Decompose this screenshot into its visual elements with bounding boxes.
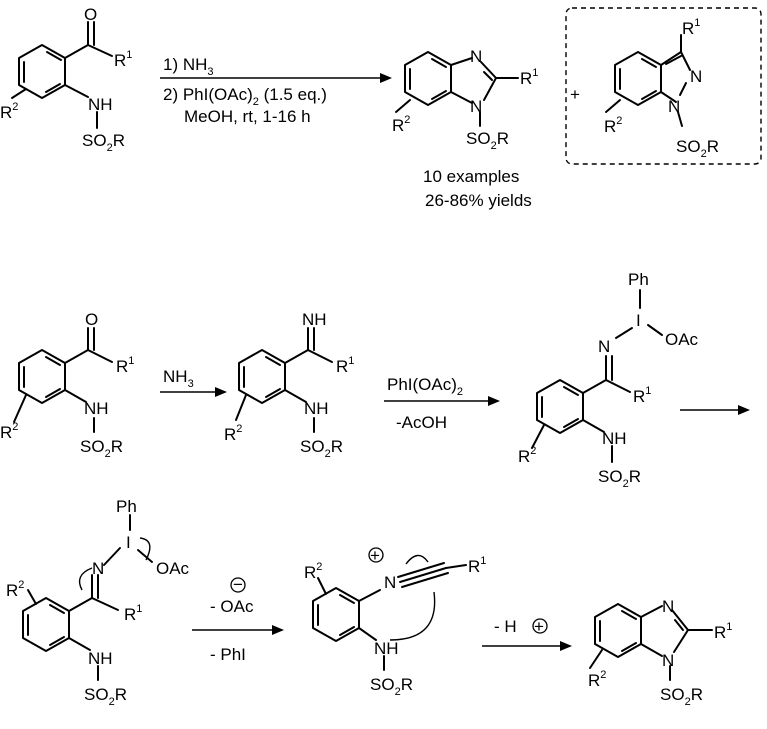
bottom-label-r1: R1 <box>124 603 142 624</box>
curly-arrow-2 <box>139 537 151 561</box>
mid-arrowhead-3 <box>738 405 750 415</box>
nitrilium-label-r1: R1 <box>468 555 486 576</box>
imine-label-nh: NH <box>302 310 327 329</box>
label-n3: N <box>470 47 482 66</box>
label-so2r-prod: SO2R <box>466 129 509 152</box>
final-label-r1: R1 <box>714 621 732 642</box>
mid-arrowhead-2 <box>488 396 500 406</box>
label-r2: R2 <box>0 101 18 122</box>
bottom-iodane-intermediate <box>22 514 153 681</box>
top-arrowhead <box>380 73 392 83</box>
bottom-label-oac: OAc <box>156 559 190 578</box>
condition-step1: 1) NH3 <box>163 55 214 78</box>
label-r1: R1 <box>114 49 132 70</box>
nitrilium-label-so2r: SO2R <box>370 675 413 698</box>
label-nh: NH <box>88 95 113 114</box>
nitrilium-label-n: N <box>384 573 396 592</box>
iodane-label-so2r: SO2R <box>598 467 641 490</box>
iodane-label-i: I <box>636 311 641 330</box>
yields-text: 26-86% yields <box>425 191 532 210</box>
bottom-condition-h: - H <box>494 617 517 636</box>
mid-label-r2: R2 <box>0 421 18 442</box>
iodane-label-oac: OAc <box>665 330 699 349</box>
iodane-label-nh: NH <box>602 429 627 448</box>
final-label-n3: N <box>662 597 674 616</box>
final-label-n1: N <box>662 651 674 670</box>
mid-condition-phioac: PhI(OAc)2 <box>387 375 463 398</box>
label-r1-prod: R1 <box>520 67 538 88</box>
examples-text: 10 examples <box>423 167 519 186</box>
mid-label-nh: NH <box>84 399 109 418</box>
label-n2-indazole: N <box>690 67 702 86</box>
label-r2-prod: R2 <box>392 114 410 135</box>
mid-label-so2r: SO2R <box>80 437 123 460</box>
bottom-nitrilium-intermediate <box>312 562 467 671</box>
iodane-label-r1: R1 <box>633 385 651 406</box>
mid-condition-acoh: -AcOH <box>396 413 447 432</box>
bottom-benzimidazole-product <box>589 603 713 681</box>
mid-imine <box>235 327 333 433</box>
acetate-charge-circle <box>230 577 246 593</box>
imine-label-so2r: SO2R <box>300 437 343 460</box>
nitrilium-label-r2: R2 <box>304 561 322 582</box>
condition-step2: 2) PhI(OAc)2 (1.5 eq.) <box>163 85 327 108</box>
indazole-byproduct <box>605 34 691 127</box>
mid-ketone <box>13 327 113 433</box>
bottom-arrowhead-1 <box>272 625 284 635</box>
mid-label-r1: R1 <box>116 355 134 376</box>
curly-arrow-4 <box>405 554 429 565</box>
label-so2r: SO2R <box>82 131 125 154</box>
bottom-label-r2: R2 <box>6 579 24 600</box>
label-n1-indazole: N <box>668 97 680 116</box>
label-so2r-indazole: SO2R <box>676 137 719 160</box>
nitrilium-plus: + <box>370 546 380 565</box>
acetate-minus: − <box>233 575 243 594</box>
mid-condition-nh3: NH3 <box>163 367 194 390</box>
bottom-condition-phi: - PhI <box>210 645 246 664</box>
bottom-condition-oac: - OAc <box>210 597 254 616</box>
mid-label-oxygen: O <box>85 310 98 329</box>
imine-label-r1: R1 <box>336 355 354 376</box>
top-ketone-sulfonamide <box>11 21 113 129</box>
bottom-label-i: I <box>126 533 131 552</box>
nitrilium-charge-circle <box>368 547 384 563</box>
label-r1-indazole: R1 <box>682 17 700 38</box>
final-label-r2: R2 <box>588 669 606 690</box>
label-n1: N <box>470 97 482 116</box>
bottom-label-so2r: SO2R <box>84 685 127 708</box>
iodane-label-r2: R2 <box>518 445 536 466</box>
top-benzimidazole-product <box>395 51 519 127</box>
label-r2-indazole: R2 <box>604 115 622 136</box>
condition-step3: MeOH, rt, 1-16 h <box>184 107 311 126</box>
curly-arrow-1 <box>78 567 93 591</box>
indazole-dashed-box <box>565 7 762 165</box>
imine-label-r2: R2 <box>224 423 242 444</box>
iodane-label-n: N <box>598 337 610 356</box>
proton-charge-circle <box>532 618 548 634</box>
bottom-label-n: N <box>92 559 104 578</box>
plus-sign: + <box>570 85 580 104</box>
proton-plus: + <box>534 617 544 636</box>
iodane-label-ph: Ph <box>628 270 649 289</box>
bottom-arrowhead-2 <box>560 641 572 651</box>
imine-label-nh2: NH <box>304 399 329 418</box>
mid-iodane-imine <box>531 289 663 463</box>
curly-arrow-3 <box>389 591 436 641</box>
final-label-so2r: SO2R <box>660 685 703 708</box>
bottom-label-ph: Ph <box>116 497 137 516</box>
mid-arrowhead-1 <box>215 387 227 397</box>
nitrilium-label-nh: NH <box>374 639 399 658</box>
bottom-label-nh: NH <box>88 649 113 668</box>
label-oxygen: O <box>84 5 97 24</box>
